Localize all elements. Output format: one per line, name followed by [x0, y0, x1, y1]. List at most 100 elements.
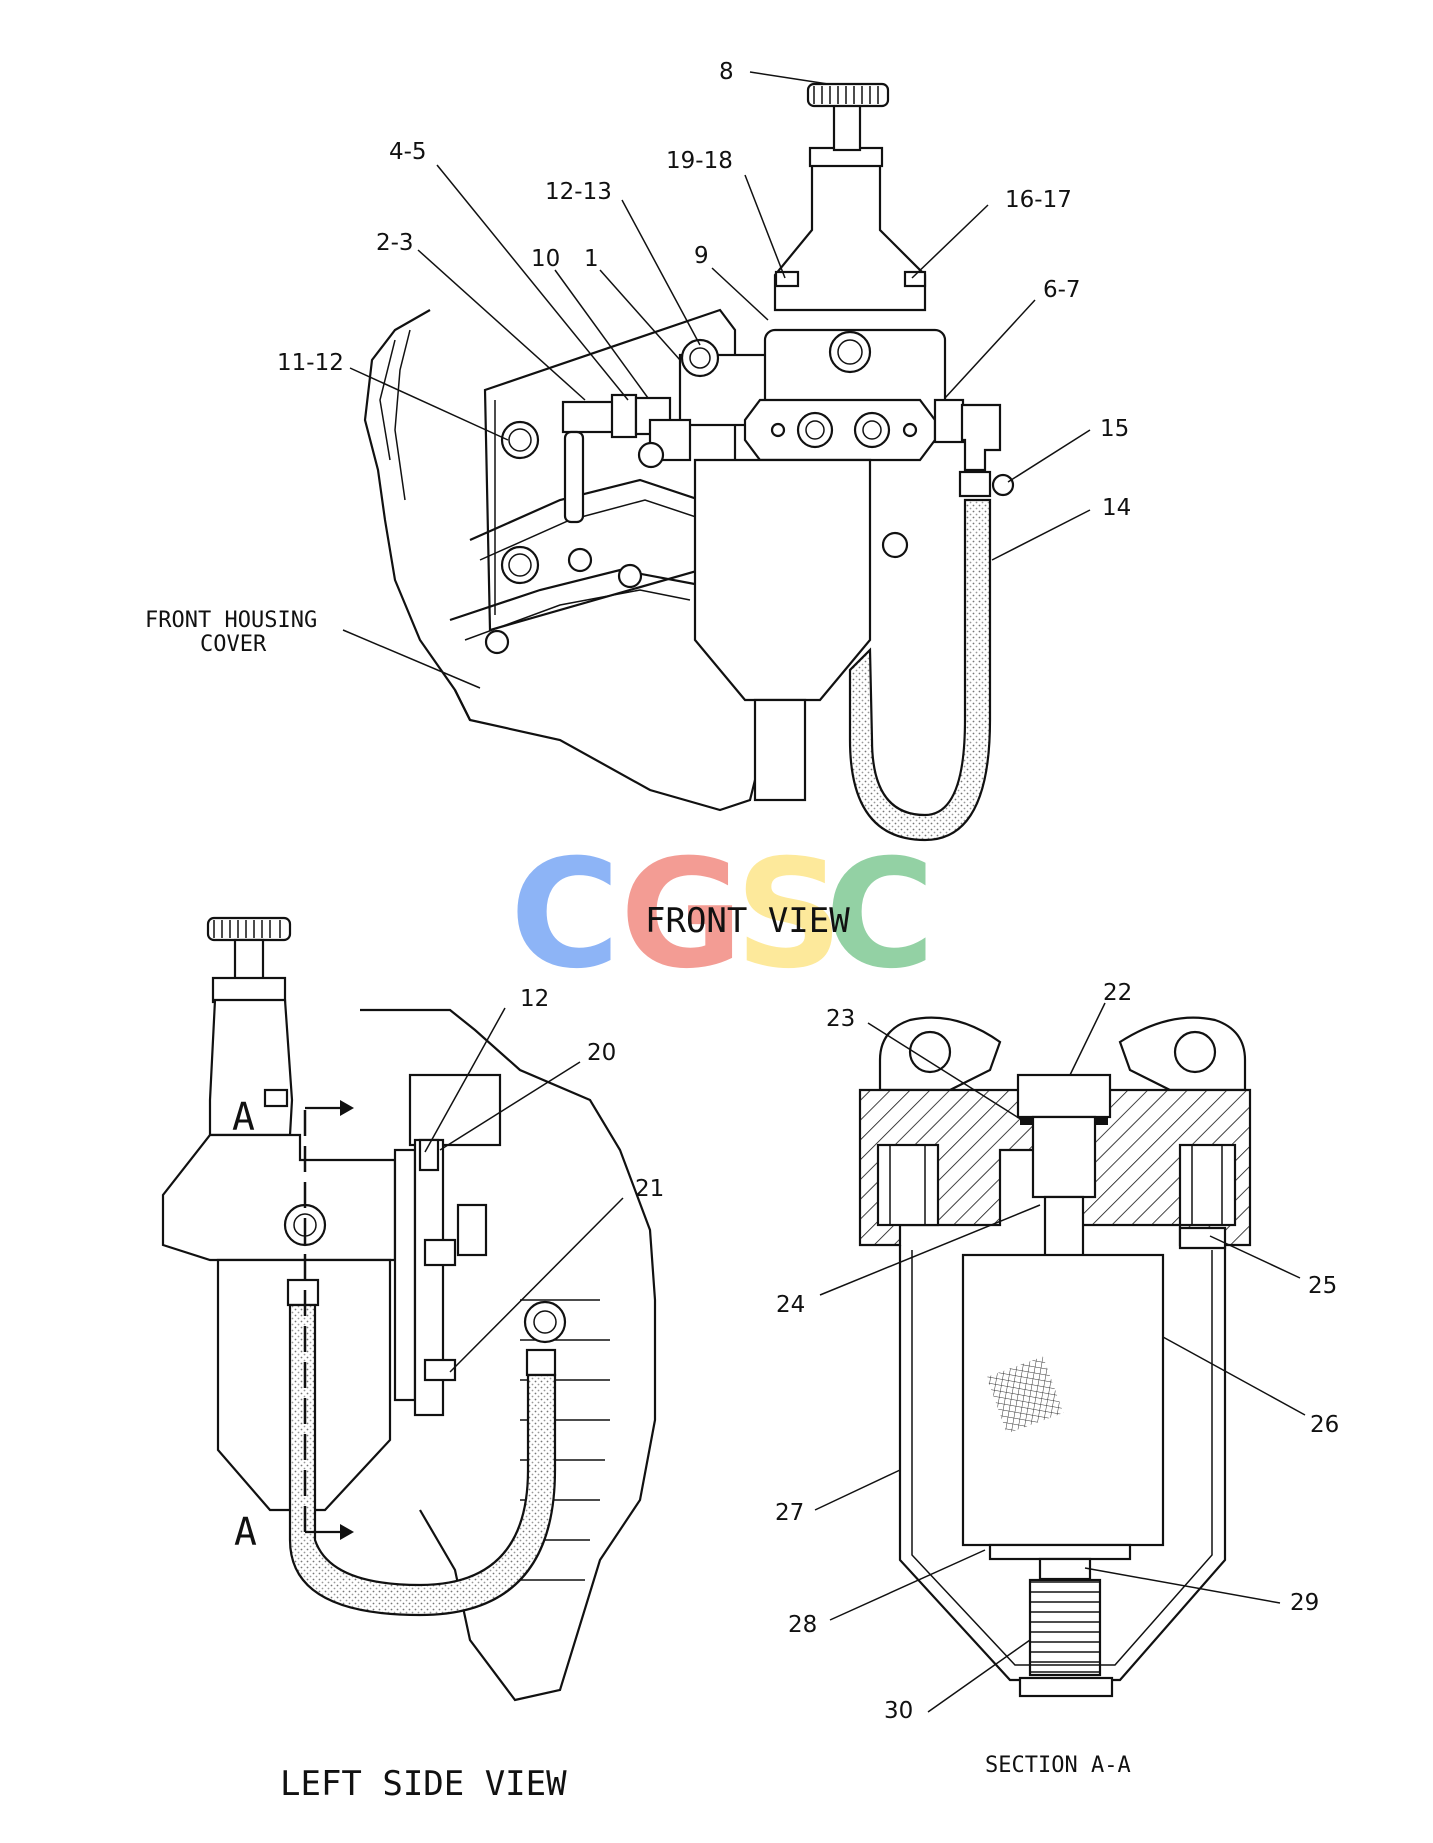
callout-9: 9 [694, 243, 709, 269]
left-side-view-caption: LEFT SIDE VIEW [280, 1764, 567, 1804]
filter-head-bolt-inner [837, 339, 863, 365]
sec-seal-25 [1178, 1226, 1227, 1250]
sec-bolt-head [1016, 1073, 1112, 1119]
callout-26: 26 [1310, 1412, 1339, 1438]
section-view-caption: SECTION A-A [985, 1753, 1131, 1778]
callout-14: 14 [1102, 495, 1131, 521]
ls-filter-head [161, 1133, 397, 1262]
ls-primer-knob [206, 916, 292, 942]
callout-27: 27 [775, 1500, 804, 1526]
callout-16-17: 16-17 [1005, 187, 1072, 213]
flange-plate [743, 398, 937, 462]
fitting-nut-6-7 [933, 398, 965, 444]
plate-bolt-lower [500, 545, 540, 585]
left-side-view-drawing: A A [161, 916, 657, 1702]
mounting-plate [483, 308, 737, 632]
hose-clamp-15 [958, 470, 992, 498]
engine-housing-outline [363, 309, 781, 812]
cover-bolt-2 [567, 547, 593, 573]
sec-port-right-lines [1191, 1145, 1223, 1225]
watermark-letter-1: C [510, 828, 620, 1002]
front-housing-cover-label-line2: COVER [200, 632, 267, 657]
flange-port-3 [853, 411, 891, 449]
fitting-bolt-11-12 [637, 441, 665, 469]
callout-6-7: 6-7 [1043, 277, 1081, 303]
pump-screw-right [903, 270, 927, 288]
callout-24: 24 [776, 1292, 805, 1318]
sec-canister-inner [911, 1250, 1213, 1666]
hose-14 [848, 498, 992, 842]
sec-bolt-shank [1031, 1115, 1097, 1199]
ls-hose [288, 1303, 557, 1617]
callout-19-18: 19-18 [666, 148, 733, 174]
filter-head-bolt [828, 330, 872, 374]
ls-banjo-right-inner [533, 1310, 557, 1334]
ls-section-arrowhead-bottom [340, 1524, 354, 1540]
front-view-callouts: 8 4-5 19-18 12-13 16-17 2-3 10 1 9 6-7 1… [145, 59, 1131, 941]
cover-bolt-1 [484, 629, 510, 655]
ls-mount-bracket [393, 1148, 417, 1402]
ls-primer-collar [211, 976, 287, 1004]
front-view-caption: FRONT VIEW [645, 901, 850, 941]
ls-banjo-right [523, 1300, 567, 1344]
callout-11-12: 11-12 [277, 350, 344, 376]
fitting-tube-down [563, 430, 585, 524]
section-view-callouts: 22 23 24 25 26 27 28 29 30 SECTION A-A [775, 980, 1339, 1778]
ls-bolt-mid [423, 1238, 457, 1267]
watermark-letter-4: C [825, 828, 935, 1002]
sec-seal-23-right [1094, 1117, 1108, 1125]
callout-25: 25 [1308, 1273, 1337, 1299]
primer-knob-knurl [813, 86, 879, 104]
engine-housing-inner [379, 329, 411, 501]
plate-bolt-upper [500, 420, 540, 460]
ls-primer-stem [233, 938, 265, 982]
hose-clip-canister [881, 531, 909, 559]
watermark: C G S C [510, 828, 935, 1002]
ls-bolt-20 [418, 1138, 440, 1172]
flange-port-1 [770, 422, 786, 438]
filter-drain-stub [753, 698, 807, 802]
sec-spring-30 [1030, 1581, 1100, 1673]
base-plug-12-13 [680, 338, 720, 378]
filter-canister [693, 458, 872, 702]
callout-28: 28 [788, 1612, 817, 1638]
callout-30: 30 [884, 1698, 913, 1724]
sec-filter-mesh [986, 1356, 1064, 1434]
sec-filter-element [961, 1253, 1165, 1547]
callout-8: 8 [719, 59, 734, 85]
ls-hose-nut-right [525, 1348, 557, 1377]
fitting-nut-4-5 [610, 393, 638, 439]
sec-drain-cap [1018, 1676, 1114, 1698]
callout-2-3: 2-3 [376, 230, 414, 256]
callout-23: 23 [826, 1006, 855, 1032]
section-marker-a-top: A [232, 1095, 255, 1139]
front-housing-cover-label-line1: FRONT HOUSING [145, 608, 317, 633]
cover-bolt-3 [617, 563, 643, 589]
callout-1: 1 [584, 246, 599, 272]
section-view-drawing [858, 1016, 1252, 1698]
base-plug-12-13-inner [689, 347, 711, 369]
sec-lug-right-hole [1173, 1030, 1217, 1074]
fitting-body-2-3 [648, 418, 692, 462]
sec-port-right [1178, 1143, 1237, 1227]
ls-section-arrowhead-top [340, 1100, 354, 1116]
callout-4-5: 4-5 [389, 139, 427, 165]
pump-screw-left [774, 270, 800, 288]
primer-pump-body [773, 158, 927, 312]
primer-stem [832, 98, 862, 152]
flange-port-4 [902, 422, 918, 438]
callout-29: 29 [1290, 1590, 1319, 1616]
sec-retainer-28 [988, 1543, 1132, 1561]
sec-port-left [876, 1143, 940, 1227]
plate-bolt-upper-inner [508, 428, 532, 452]
sec-plate-29 [1038, 1557, 1092, 1581]
ls-primer-knob-knurl [213, 920, 281, 938]
callout-22: 22 [1103, 980, 1132, 1006]
sec-bolt-thread [1043, 1195, 1085, 1259]
sec-seal-23-left [1020, 1117, 1034, 1125]
sec-port-left-lines [889, 1145, 926, 1225]
callout-15: 15 [1100, 416, 1129, 442]
watermark-letter-3: S [735, 828, 843, 1002]
section-marker-a-bottom: A [234, 1510, 257, 1554]
